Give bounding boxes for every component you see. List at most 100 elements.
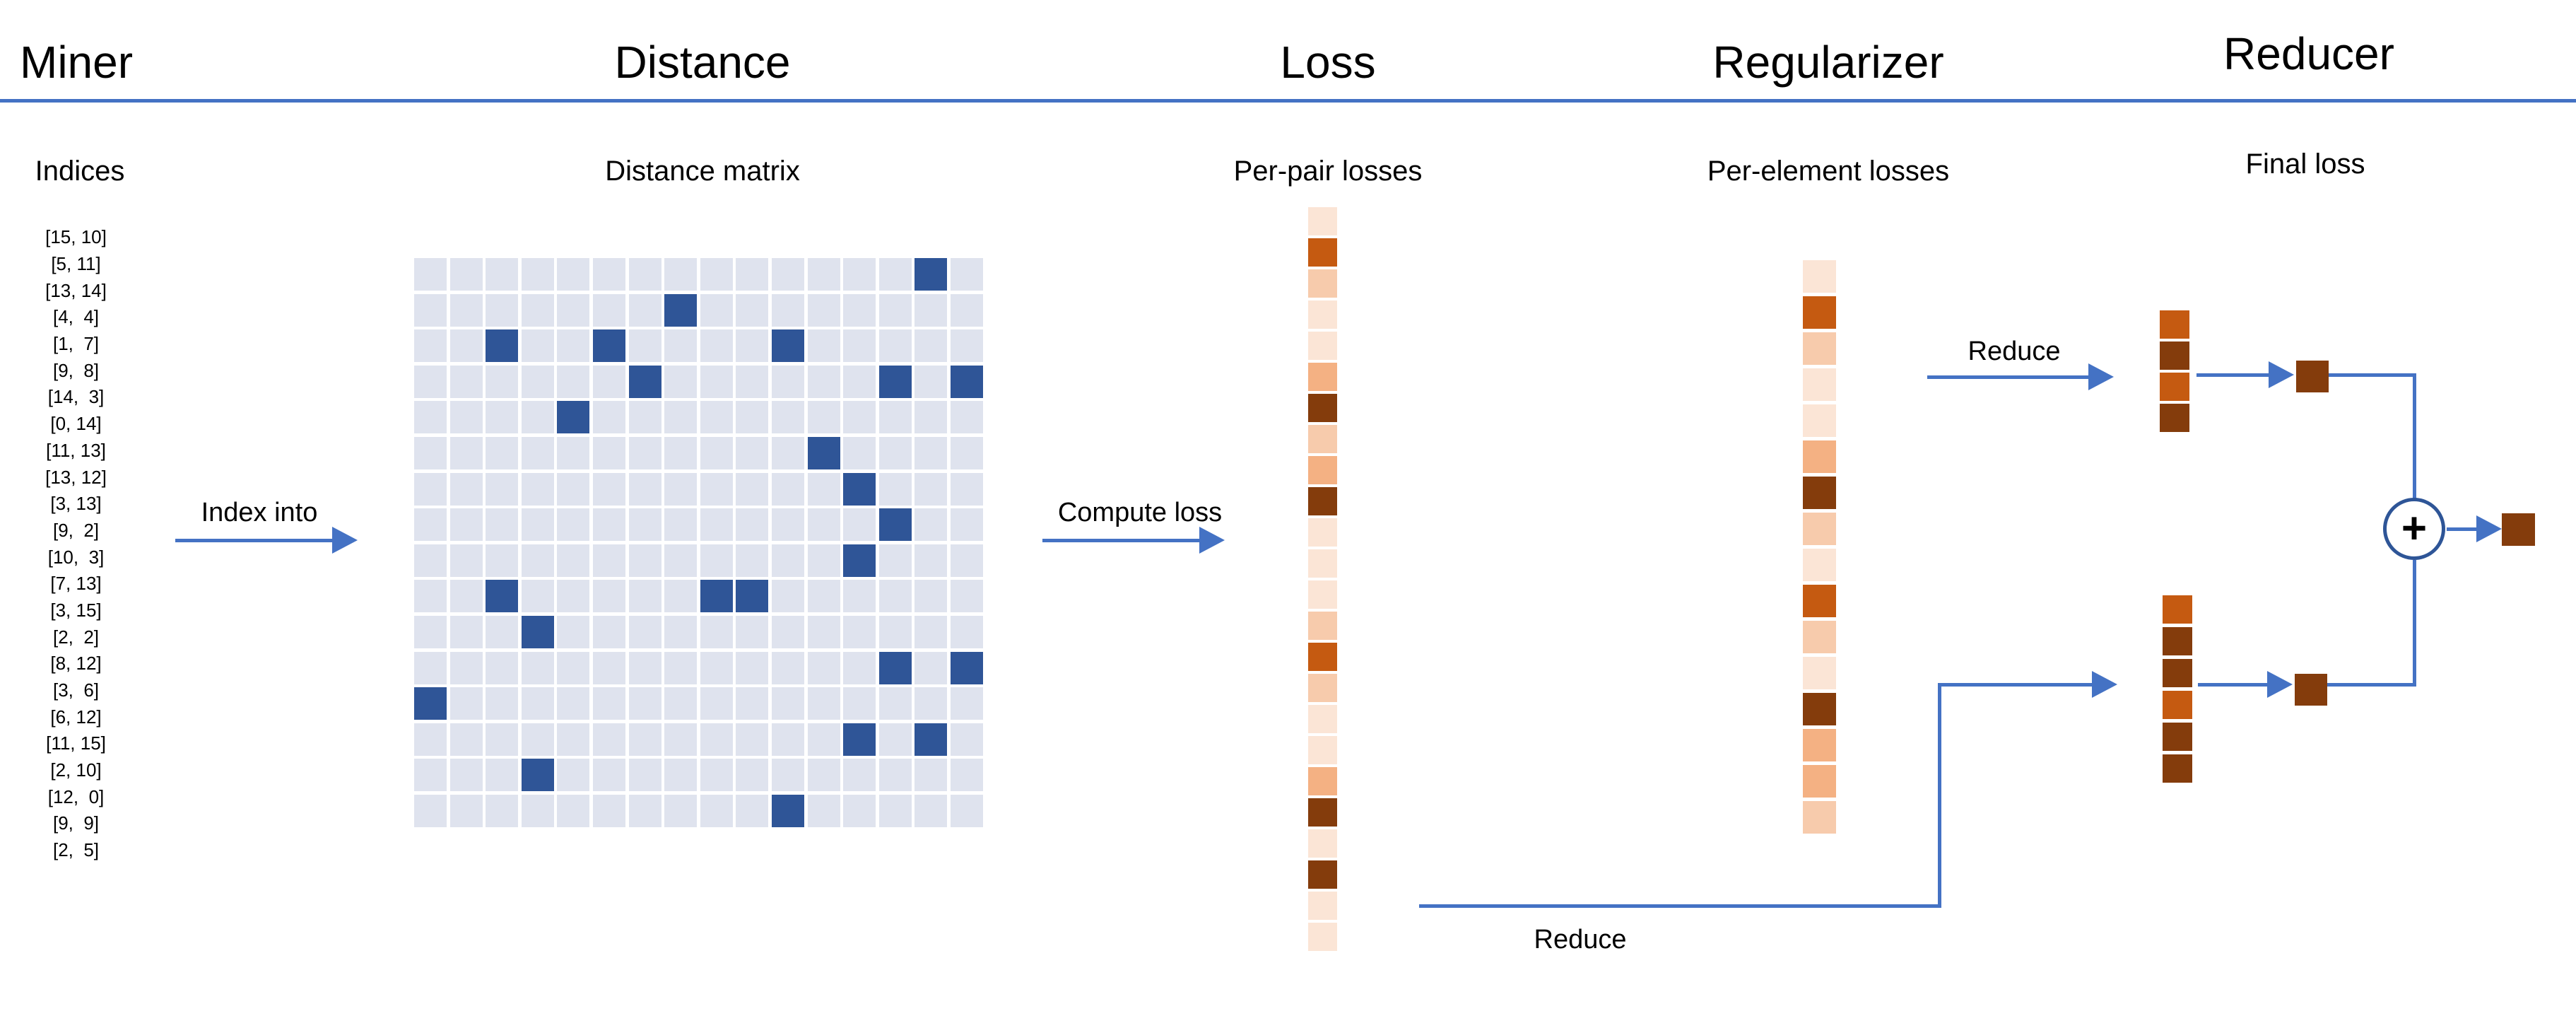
matrix-cell [486, 293, 519, 327]
matrix-cell [736, 544, 769, 577]
matrix-cell [807, 258, 840, 291]
index-pair: [2, 2] [52, 626, 100, 648]
matrix-cell [414, 365, 447, 398]
matrix-cell [771, 258, 804, 291]
matrix-cell [736, 508, 769, 542]
loss-value-cell [1308, 363, 1337, 391]
matrix-cell [592, 580, 625, 613]
matrix-cell [736, 615, 769, 648]
matrix-cell [843, 401, 876, 434]
index-pair: [11, 13] [46, 439, 106, 461]
matrix-cell [878, 436, 912, 469]
matrix-cell [628, 794, 661, 827]
matrix-cell [914, 687, 948, 720]
matrix-cell [449, 651, 483, 684]
matrix-cell [414, 615, 447, 648]
matrix-cell [807, 472, 840, 506]
matrix-cell [771, 687, 804, 720]
final-loss-square [2502, 513, 2535, 546]
loss-value-cell [1308, 238, 1337, 267]
matrix-cell [521, 329, 554, 363]
matrix-cell [449, 615, 483, 648]
matrix-cell-mined [914, 723, 948, 756]
matrix-cell [557, 794, 590, 827]
matrix-cell [557, 723, 590, 756]
matrix-cell [950, 723, 983, 756]
indices-list: [15, 10][5, 11][13, 14][4, 4][1, 7][9, 8… [14, 224, 138, 864]
matrix-cell [807, 615, 840, 648]
loss-value-cell [1803, 368, 1836, 401]
matrix-cell [807, 759, 840, 792]
matrix-cell-mined [736, 580, 769, 613]
matrix-cell [628, 258, 661, 291]
matrix-cell [557, 365, 590, 398]
matrix-cell [592, 759, 625, 792]
loss-value-cell [1308, 518, 1337, 547]
matrix-cell [664, 472, 698, 506]
loss-value-cell [1308, 860, 1337, 889]
matrix-cell [736, 436, 769, 469]
index-pair: [6, 12] [50, 706, 102, 728]
matrix-cell [486, 615, 519, 648]
matrix-cell-mined [628, 365, 661, 398]
matrix-cell-mined [771, 794, 804, 827]
matrix-cell [843, 258, 876, 291]
matrix-cell [771, 544, 804, 577]
loss-value-cell [1308, 767, 1337, 795]
matrix-cell [592, 401, 625, 434]
matrix-cell [700, 436, 733, 469]
matrix-cell [414, 794, 447, 827]
matrix-cell [592, 365, 625, 398]
matrix-cell [914, 651, 948, 684]
matrix-cell [950, 580, 983, 613]
loss-value-cell [2160, 310, 2189, 339]
matrix-cell [592, 472, 625, 506]
plus-sum-node: + [2383, 498, 2445, 560]
matrix-cell [521, 365, 554, 398]
loss-value-cell [1308, 425, 1337, 453]
matrix-cell [628, 401, 661, 434]
loss-value-cell [1308, 674, 1337, 702]
subtitle-indices: Indices [35, 156, 125, 187]
matrix-cell [950, 293, 983, 327]
matrix-cell [878, 329, 912, 363]
matrix-cell [557, 293, 590, 327]
matrix-cell [486, 508, 519, 542]
reduce-top-label: Reduce [1968, 337, 2061, 366]
matrix-cell [628, 293, 661, 327]
matrix-cell-mined [521, 615, 554, 648]
loss-value-cell [1308, 580, 1337, 609]
matrix-cell [414, 258, 447, 291]
matrix-cell [807, 365, 840, 398]
loss-value-cell [1308, 643, 1337, 671]
matrix-cell [950, 544, 983, 577]
matrix-cell-mined [486, 329, 519, 363]
matrix-cell [878, 687, 912, 720]
matrix-cell [414, 472, 447, 506]
matrix-cell [592, 258, 625, 291]
distance-matrix [414, 258, 983, 827]
loss-value-cell [1803, 657, 1836, 689]
matrix-cell [736, 651, 769, 684]
loss-value-cell [1308, 300, 1337, 329]
index-pair: [5, 11] [51, 253, 101, 275]
matrix-cell-mined [592, 329, 625, 363]
index-pair: [3, 6] [52, 679, 100, 701]
index-pair: [9, 2] [52, 519, 100, 541]
matrix-cell [628, 687, 661, 720]
loss-value-cell [1803, 621, 1836, 653]
matrix-cell-mined [486, 580, 519, 613]
matrix-cell-mined [878, 365, 912, 398]
loss-value-cell [1308, 332, 1337, 360]
reducer-bottom-strip [2163, 595, 2192, 783]
matrix-cell-mined [771, 329, 804, 363]
matrix-cell [771, 401, 804, 434]
matrix-cell [878, 293, 912, 327]
matrix-cell [557, 508, 590, 542]
loss-value-cell [1308, 549, 1337, 578]
matrix-cell [950, 258, 983, 291]
matrix-cell [557, 759, 590, 792]
matrix-cell [664, 544, 698, 577]
matrix-cell [486, 651, 519, 684]
